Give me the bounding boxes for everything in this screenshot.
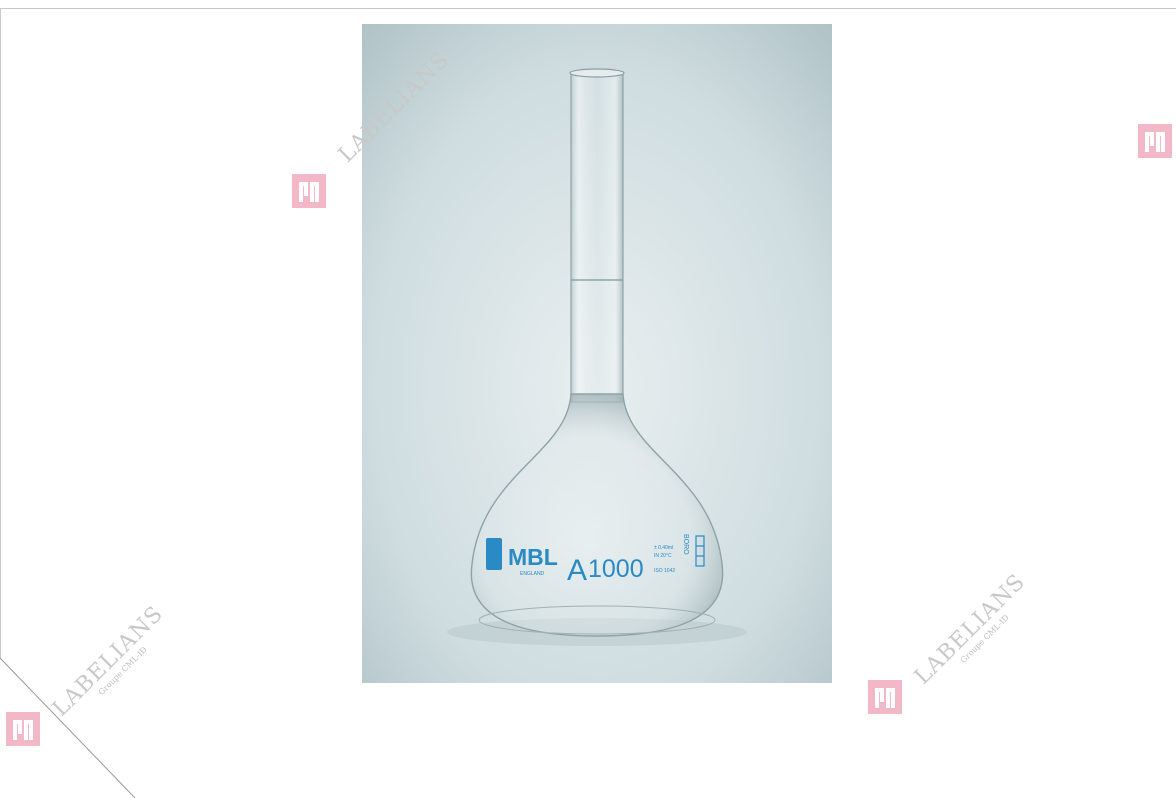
- flask-material: BORO: [682, 534, 689, 555]
- flask-temperature: IN 20°C: [654, 553, 672, 559]
- labelians-logo-icon: [292, 174, 326, 208]
- labelians-logo-icon: [6, 712, 40, 746]
- quality-mark-icon: [695, 535, 705, 567]
- volumetric-flask-image: MBL ENGLAND A 1000 ± 0.40ml IN 20°C ISO …: [362, 24, 832, 683]
- labelians-logo-icon: [1138, 124, 1172, 158]
- left-border: [0, 8, 1, 658]
- product-photo: MBL ENGLAND A 1000 ± 0.40ml IN 20°C ISO …: [362, 24, 832, 683]
- flask-class: A: [567, 554, 587, 587]
- watermark-logo-2: [1138, 124, 1172, 158]
- flask-iso: ISO 1042: [654, 568, 675, 574]
- labelians-logo-icon: [868, 680, 902, 714]
- brand-logo-mark: [486, 538, 502, 570]
- flask-volume: 1000: [588, 555, 644, 583]
- flask-origin: ENGLAND: [520, 571, 545, 577]
- watermark-logo-4: [868, 680, 902, 714]
- watermark-logo-3: [6, 712, 40, 746]
- top-border: [0, 8, 1176, 9]
- flask-brand: MBL: [508, 544, 558, 570]
- flask-tolerance: ± 0.40ml: [654, 545, 673, 551]
- watermark-logo-1: [292, 174, 326, 208]
